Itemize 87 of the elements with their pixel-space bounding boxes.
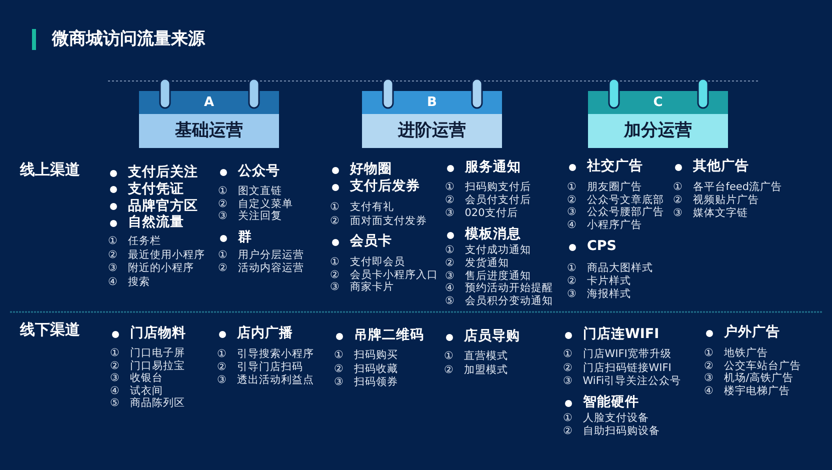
list-item: ① 直营模式 — [444, 350, 508, 362]
list-item: ② 发货通知 — [445, 256, 509, 269]
page-title: 微商城访问流量来源 — [52, 30, 205, 50]
list-heading: 模板消息 — [465, 227, 521, 243]
list-item: ① 人脸支付设备 — [563, 412, 649, 424]
list-item: ① 商品大图样式 — [567, 262, 653, 274]
list-item: ② 面对面支付发券 — [330, 214, 427, 227]
list-item: ③ 公众号腰部广告 — [567, 206, 664, 218]
list-item: ③ 020支付后 — [445, 206, 518, 220]
list-heading: 智能硬件 — [583, 395, 639, 411]
list-item: ① 任务栏 — [108, 234, 161, 248]
list-item: ① 支付成功通知 — [445, 244, 531, 256]
list-item: ① 门店WIFI宽带升级 — [563, 348, 672, 360]
list-heading: 店员导购 — [464, 329, 520, 345]
list-item: ② 引导门店扫码 — [217, 360, 303, 374]
list-item: ③ 商家卡片 — [330, 281, 394, 294]
list-item: ① 图文直链 — [218, 184, 282, 198]
list-item: ① 地铁广告 — [704, 346, 768, 360]
card-letter: B — [427, 95, 437, 110]
list-heading: 其他广告 — [693, 159, 749, 175]
list-heading: 支付凭证 — [128, 182, 184, 198]
list-item: ① 引导搜索小程序 — [217, 348, 314, 360]
list-heading: 社交广告 — [587, 159, 643, 175]
card-title: 进阶运营 — [398, 122, 466, 140]
list-item: ② 自助扫码购设备 — [563, 424, 660, 438]
card-letter: C — [653, 95, 663, 110]
list-item: ② 门店扫码链接WIFI — [563, 361, 672, 374]
list-item: ① 门口电子屏 — [110, 346, 185, 360]
list-item: ② 会员付支付后 — [445, 194, 531, 206]
list-heading: 支付后发券 — [350, 179, 420, 195]
list-item: ① 用户分层运营 — [218, 248, 304, 262]
list-item: ① 扫码购买 — [334, 348, 398, 362]
list-item: ② 视频贴片广告 — [673, 194, 759, 206]
list-heading: 公众号 — [238, 164, 280, 180]
list-item: ③ WiFi引导关注公众号 — [563, 374, 682, 388]
list-item: ② 最近使用小程序 — [108, 248, 205, 261]
list-item: ③ 机场/高铁广告 — [704, 372, 794, 384]
list-item: ③ 售后进度通知 — [445, 270, 531, 282]
row-heading: 线上渠道 — [20, 161, 80, 179]
list-item: ③ 扫码领券 — [334, 376, 398, 388]
list-heading: 吊牌二维码 — [354, 328, 424, 344]
list-item: ② 加盟模式 — [444, 364, 508, 376]
list-item: ② 门口易拉宝 — [110, 360, 185, 372]
calendar-card — [588, 91, 728, 148]
list-item: ① 各平台feed流广告 — [673, 180, 782, 194]
calendar-card — [139, 91, 279, 148]
list-heading: 支付后关注 — [128, 165, 198, 181]
list-item: ③ 收银台 — [110, 372, 163, 384]
list-item: ③ 媒体文字链 — [673, 206, 748, 220]
list-item: ④ 楼宇电梯广告 — [704, 385, 790, 398]
list-heading: 好物圈 — [350, 162, 392, 178]
list-item: ② 会员卡小程序入口 — [330, 268, 438, 281]
list-item: ⑤ 会员积分变动通知 — [445, 295, 553, 308]
list-item: ④ 搜索 — [108, 276, 150, 288]
card-letter: A — [204, 95, 214, 110]
list-item: ④ 试衣间 — [110, 384, 163, 397]
list-item: ① 支付有礼 — [330, 200, 394, 214]
list-heading: 户外广告 — [724, 325, 780, 341]
list-item: ② 扫码收藏 — [334, 362, 398, 375]
list-heading: 自然流量 — [128, 216, 184, 232]
list-item: ② 自定义菜单 — [218, 198, 293, 210]
list-heading: 店内广播 — [237, 326, 293, 342]
list-item: ③ 关注回复 — [218, 210, 282, 222]
card-title: 加分运营 — [624, 122, 692, 140]
list-heading: 门店连WIFI — [583, 327, 660, 343]
list-item: ① 扫码购支付后 — [445, 180, 531, 194]
list-item: ① 支付即会员 — [330, 256, 405, 268]
list-heading: CPS — [587, 239, 617, 255]
list-item: ⑤ 商品陈列区 — [110, 397, 185, 410]
list-heading: 服务通知 — [465, 160, 521, 176]
list-heading: 品牌官方区 — [128, 198, 198, 214]
list-item: ① 朋友圈广告 — [567, 180, 642, 194]
row-heading: 线下渠道 — [20, 321, 80, 339]
list-item: ③ 透出活动利益点 — [217, 374, 314, 386]
list-item: ② 卡片样式 — [567, 274, 631, 288]
calendar-card — [362, 91, 502, 148]
list-heading: 会员卡 — [350, 234, 392, 250]
list-item: ② 活动内容运营 — [218, 261, 304, 274]
list-item: ② 公众号文章底部 — [567, 194, 664, 206]
list-item: ④ 小程序广告 — [567, 219, 642, 232]
list-item: ③ 海报样式 — [567, 288, 631, 300]
list-item: ④ 预约活动开始提醒 — [445, 282, 553, 294]
list-heading: 群 — [238, 230, 252, 246]
card-title: 基础运营 — [175, 122, 243, 140]
list-item: ③ 附近的小程序 — [108, 262, 194, 274]
list-item: ② 公交车站台广告 — [704, 360, 801, 372]
list-heading: 门店物料 — [130, 326, 186, 342]
